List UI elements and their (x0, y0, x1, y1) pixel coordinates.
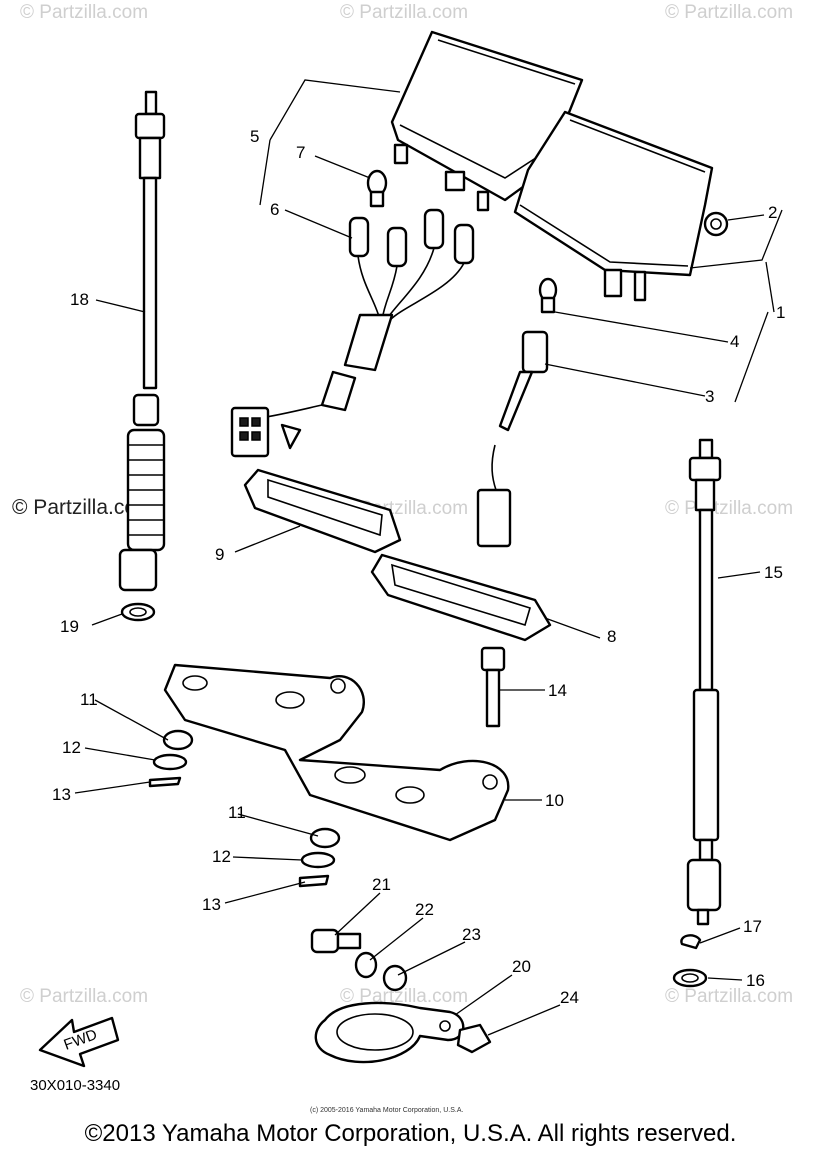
callout-19: 19 (60, 617, 79, 636)
callout-14: 14 (548, 681, 567, 700)
tachometer-cable-part-15 (686, 438, 722, 926)
callout-18: 18 (70, 290, 89, 309)
tachometer-assembly (513, 110, 729, 302)
meter-bracket-part-10 (163, 663, 510, 842)
watermark-bottom-left: © Partzilla.com (20, 986, 148, 1007)
o-ring-part-19 (120, 602, 156, 622)
callout-24: 24 (560, 988, 579, 1007)
callout-20: 20 (512, 957, 531, 976)
callout-8: 8 (607, 627, 616, 646)
bolt-part-14 (480, 646, 506, 728)
callout-11-lower: 11 (228, 803, 246, 822)
gasket-part-9 (243, 468, 402, 554)
watermark-top-right: © Partzilla.com (665, 2, 793, 23)
copyright-notice: ©2013 Yamaha Motor Corporation, U.S.A. A… (84, 1120, 737, 1147)
diagram-code: 30X010-3340 (30, 1077, 120, 1094)
callout-10: 10 (545, 791, 564, 810)
socket-harness-part-6 (230, 208, 475, 458)
bulb-part-4 (538, 277, 558, 314)
bulb-part-7 (366, 169, 388, 208)
o-ring-part-16 (672, 968, 708, 988)
watermark-top-middle: © Partzilla.com (340, 2, 468, 23)
callout-2: 2 (768, 203, 777, 222)
callout-12-upper: 12 (62, 738, 81, 757)
callout-11-upper: 11 (80, 690, 98, 709)
watermark-bottom-middle: © Partzilla.com (340, 986, 468, 1007)
leader-lines (74, 79, 783, 1036)
callout-22: 22 (415, 900, 434, 919)
grommet-set-upper (148, 729, 194, 788)
callout-23: 23 (462, 925, 481, 944)
callout-13-lower: 13 (202, 895, 221, 914)
callout-17: 17 (743, 917, 762, 936)
callout-6: 6 (270, 200, 279, 219)
forward-direction-arrow: FWD (38, 1016, 120, 1068)
callout-7: 7 (296, 143, 305, 162)
callout-1: 1 (776, 303, 785, 322)
clip-part-17 (680, 934, 702, 950)
watermark-top-left: © Partzilla.com (20, 2, 148, 23)
watermark-bottom-right: © Partzilla.com (665, 986, 793, 1007)
callout-16: 16 (746, 971, 765, 990)
callout-15: 15 (764, 563, 783, 582)
callout-21: 21 (372, 875, 391, 894)
callout-13-upper: 13 (52, 785, 71, 804)
callout-labels: 5 7 6 2 1 4 3 18 9 8 14 15 19 11 12 13 1… (52, 127, 785, 1007)
watermark-mid-right: © Partzilla.com (665, 498, 793, 519)
grommet-set-lower (298, 827, 341, 888)
gasket-part-8 (370, 553, 552, 642)
callout-3: 3 (705, 387, 714, 406)
watermark-mid-left: © Partzilla.com (12, 496, 154, 519)
small-copyright: (c) 2005-2016 Yamaha Motor Corporation, … (310, 1107, 463, 1114)
callout-9: 9 (215, 545, 224, 564)
speedometer-cable-part-18 (118, 90, 166, 592)
callout-12-lower: 12 (212, 847, 231, 866)
socket-part-3 (476, 330, 549, 548)
callout-5: 5 (250, 127, 259, 146)
callout-4: 4 (730, 332, 739, 351)
clamp-hardware (310, 928, 492, 1064)
